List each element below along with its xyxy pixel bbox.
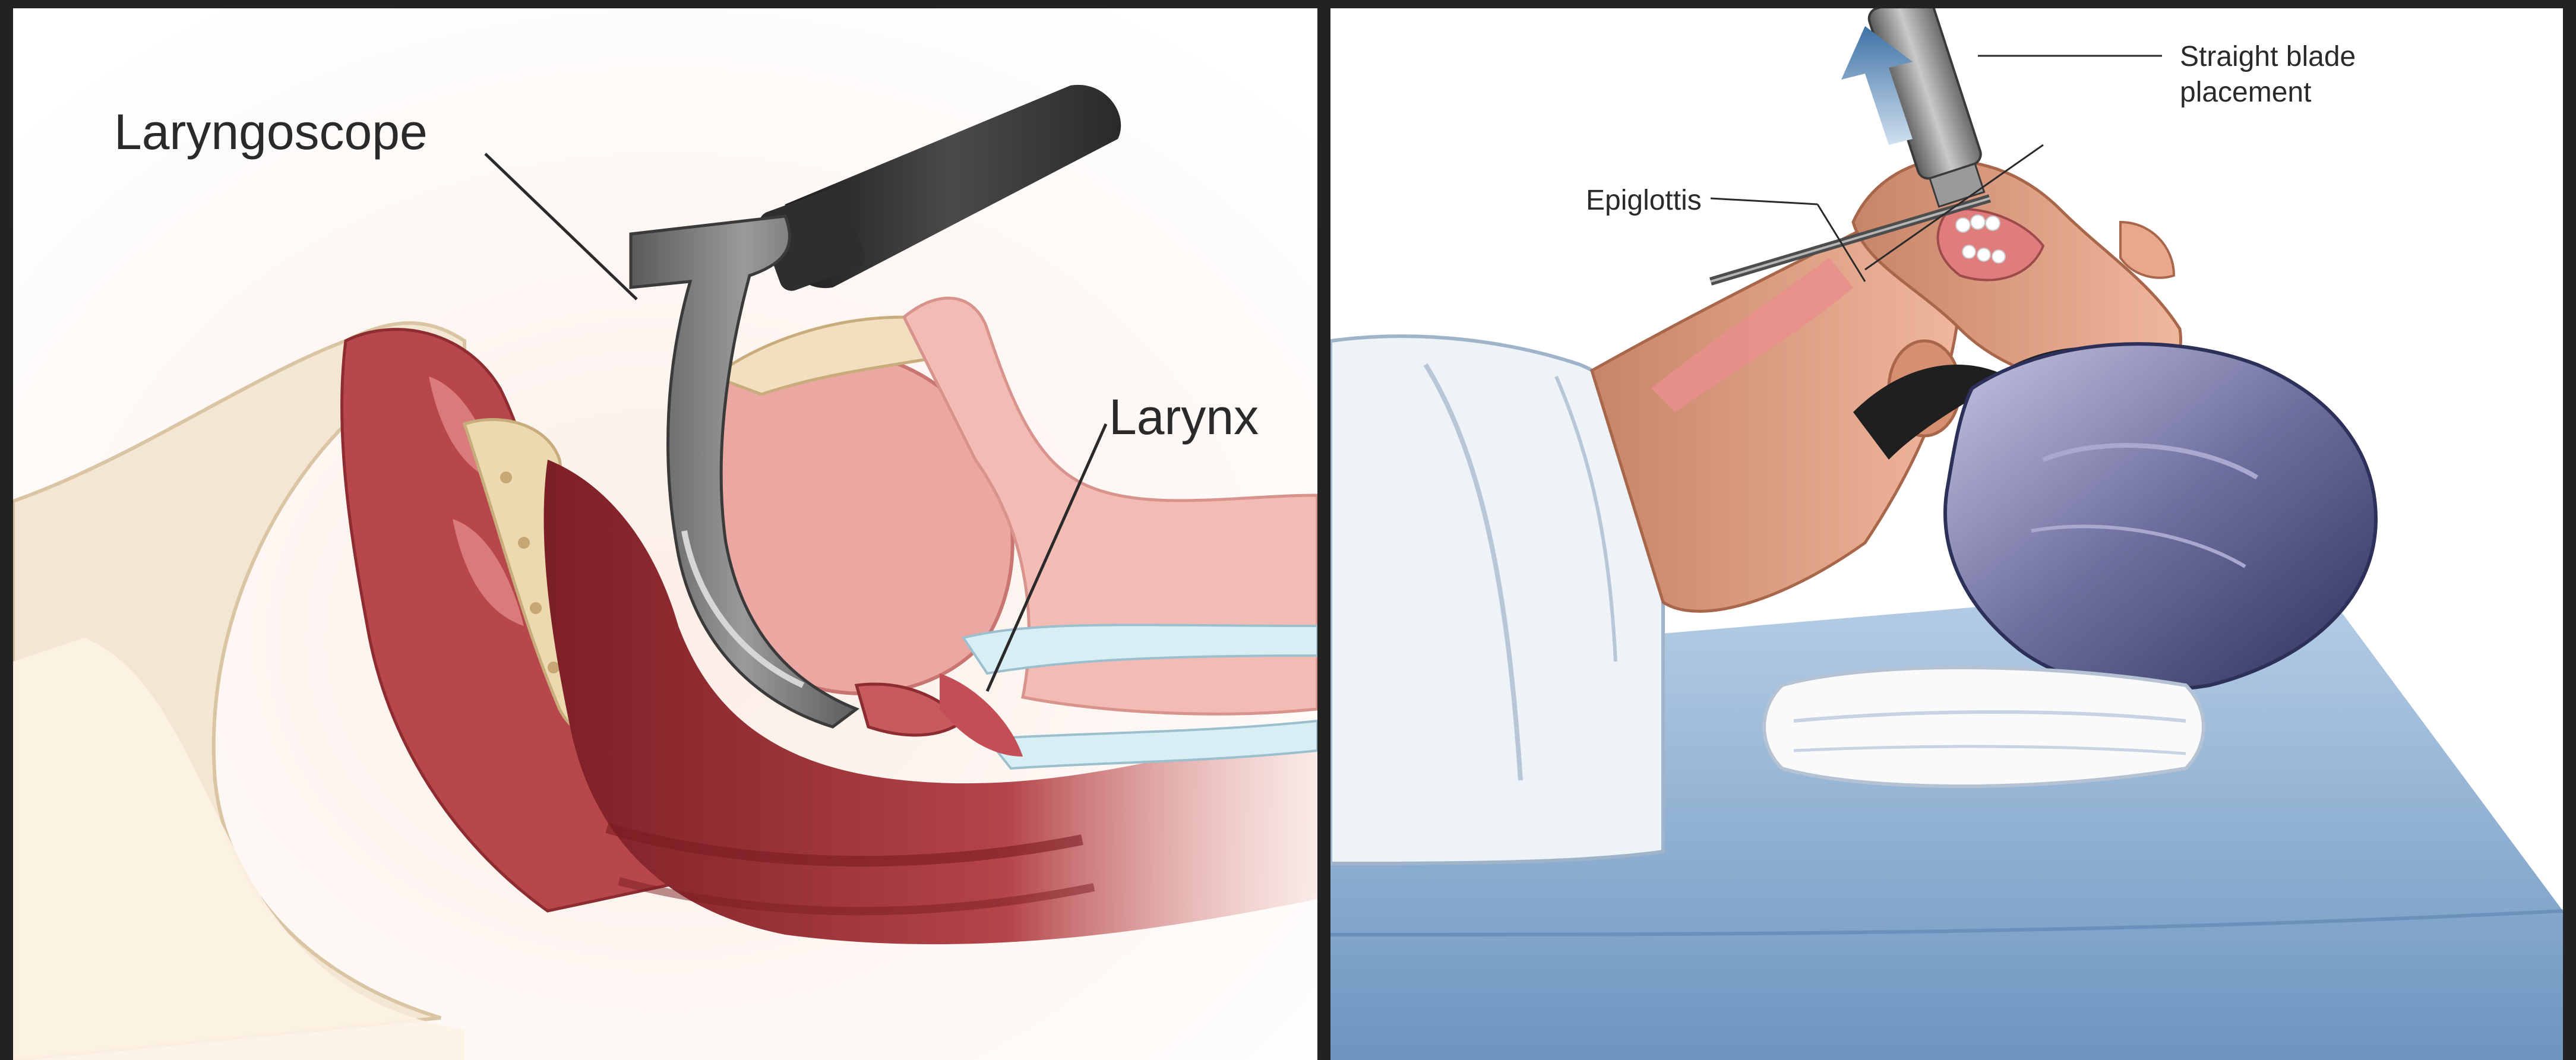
straight-blade-label: Straight blade placement	[2180, 39, 2356, 110]
left-illustration-panel: Laryngoscope Larynx	[13, 8, 1317, 1060]
larynx-label: Larynx	[1109, 388, 1259, 446]
epiglottis-label: Epiglottis	[1586, 184, 1702, 217]
folded-towel	[1764, 667, 2204, 786]
surgical-cap	[1945, 344, 2376, 689]
straight-blade-label-line1: Straight blade	[2180, 39, 2356, 75]
patient-positioning-illustration	[1330, 8, 2563, 1060]
sagittal-section-illustration	[13, 8, 1317, 1060]
laryngoscope-label: Laryngoscope	[114, 103, 428, 161]
straight-blade-label-line2: placement	[2180, 75, 2356, 110]
right-illustration-panel: Straight blade placement Epiglottis	[1330, 8, 2563, 1060]
